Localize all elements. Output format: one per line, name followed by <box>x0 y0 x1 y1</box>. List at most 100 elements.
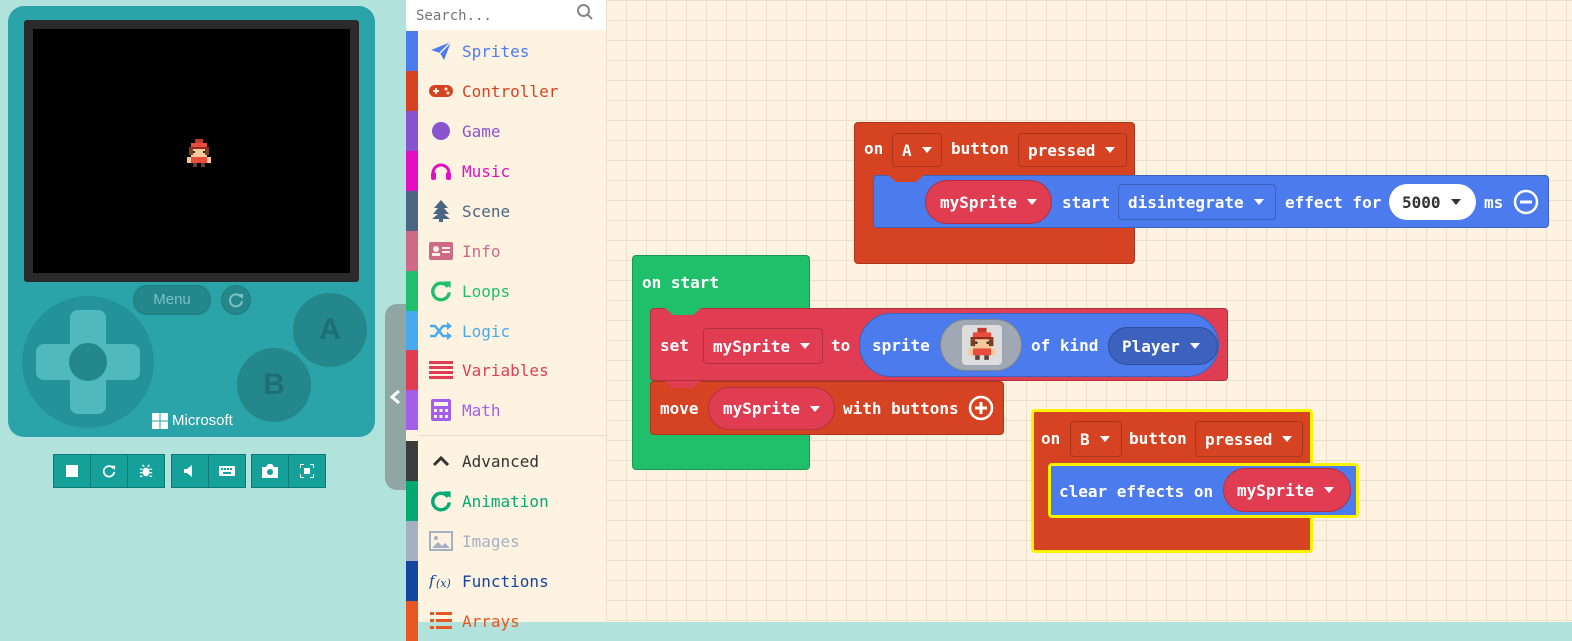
game-screen[interactable] <box>33 29 350 273</box>
restart-button[interactable] <box>90 454 128 488</box>
toolbox-category-game[interactable]: Game <box>406 111 606 151</box>
category-color-bar <box>406 71 418 111</box>
debug-button[interactable] <box>127 454 165 488</box>
b-event-value: pressed <box>1205 429 1273 449</box>
blocks-workspace[interactable]: on A button pressed mySprite start disin… <box>606 0 1572 622</box>
function-icon: f(x) <box>424 571 458 591</box>
start-effect-block[interactable]: mySprite start disintegrate effect for 5… <box>873 175 1549 228</box>
restart-game-button[interactable] <box>221 285 251 315</box>
menu-button[interactable]: Menu <box>133 285 211 315</box>
effect-dropdown[interactable]: disintegrate <box>1118 184 1276 220</box>
list-icon <box>424 361 458 379</box>
category-label: Math <box>462 400 501 420</box>
clear-effects-block[interactable]: clear effects on mySprite <box>1048 463 1359 518</box>
toolbox-category-functions[interactable]: f(x)Functions <box>406 561 606 601</box>
category-color-bar <box>406 350 418 390</box>
toolbox-category-advanced[interactable]: Advanced <box>406 441 606 481</box>
headphones-icon <box>424 161 458 181</box>
toolbox-category-arrays[interactable]: Arrays <box>406 601 606 641</box>
clear-variable-value: mySprite <box>1237 480 1315 500</box>
dpad[interactable] <box>22 296 154 428</box>
toolbox-category-animation[interactable]: Animation <box>406 481 606 521</box>
toolbox-category-controller[interactable]: Controller <box>406 71 606 111</box>
dropdown-caret-icon <box>1324 487 1335 493</box>
my-sprite-variable-pill[interactable]: mySprite <box>925 180 1052 224</box>
search-box[interactable] <box>406 0 606 30</box>
toolbox-category-images[interactable]: Images <box>406 521 606 561</box>
set-sprite-block[interactable]: set mySprite to sprite <box>650 308 1228 381</box>
mute-button[interactable] <box>171 454 209 488</box>
a-button-label: A <box>319 313 341 346</box>
category-color-bar <box>406 151 418 191</box>
move-with-buttons-block[interactable]: move mySprite with buttons <box>650 381 1004 435</box>
microsoft-logo: Microsoft <box>152 412 233 429</box>
b-key-dropdown[interactable]: B <box>1070 421 1122 457</box>
dropdown-caret-icon <box>921 147 932 153</box>
search-input[interactable] <box>414 4 568 28</box>
toolbox-category-loops[interactable]: Loops <box>406 271 606 311</box>
screen-bezel <box>24 20 359 282</box>
stop-button[interactable] <box>53 454 91 488</box>
category-label: Sprites <box>462 41 530 61</box>
toolbox-category-variables[interactable]: Variables <box>406 350 606 390</box>
restart-icon <box>102 465 116 478</box>
screenshot-button[interactable] <box>251 454 289 488</box>
dropdown-caret-icon <box>1189 343 1200 349</box>
toolbox-category-scene[interactable]: Scene <box>406 191 606 231</box>
duration-number-field[interactable]: 5000 <box>1389 184 1476 220</box>
button-label: button <box>951 139 1009 158</box>
a-key-dropdown[interactable]: A <box>892 133 942 167</box>
add-parameter-icon[interactable] <box>968 395 994 421</box>
move-label: move <box>660 399 699 418</box>
a-event-dropdown[interactable]: pressed <box>1018 133 1127 167</box>
category-label: Loops <box>462 281 511 301</box>
toolbox-category-sprites[interactable]: Sprites <box>406 31 606 71</box>
category-color-bar <box>406 521 418 561</box>
to-label: to <box>831 336 851 355</box>
category-color-bar <box>406 561 418 601</box>
kind-dropdown[interactable]: Player <box>1108 327 1218 365</box>
category-label: Game <box>462 121 501 141</box>
remove-parameter-icon[interactable] <box>1513 189 1539 215</box>
ms-label: ms <box>1484 193 1504 212</box>
dropdown-caret-icon <box>1253 199 1264 205</box>
category-color-bar <box>406 601 418 641</box>
with-buttons-label: with buttons <box>843 399 959 418</box>
sprite-image-picker[interactable] <box>940 319 1022 371</box>
clear-variable-pill[interactable]: mySprite <box>1223 468 1351 512</box>
fullscreen-button[interactable] <box>288 454 326 488</box>
set-variable-value: mySprite <box>713 336 791 356</box>
b-event-dropdown[interactable]: pressed <box>1195 421 1303 457</box>
category-label: Images <box>462 531 520 551</box>
sprite-of-kind-block[interactable]: sprite <box>859 313 1219 377</box>
a-button[interactable]: A <box>293 293 367 367</box>
category-color-bar <box>406 31 418 71</box>
category-color-bar <box>406 191 418 231</box>
category-label: Logic <box>462 321 511 341</box>
category-color-bar <box>406 481 418 521</box>
toolbox-category-logic[interactable]: Logic <box>406 311 606 351</box>
effect-value: disintegrate <box>1128 192 1244 212</box>
gamepad-icon <box>424 83 458 99</box>
clear-effects-label: clear effects on <box>1059 482 1214 501</box>
brand-label: Microsoft <box>172 412 233 429</box>
toolbox-category-info[interactable]: Info <box>406 231 606 271</box>
set-variable-dropdown[interactable]: mySprite <box>703 328 823 364</box>
category-label: Controller <box>462 81 559 101</box>
keyboard-button[interactable] <box>208 454 246 488</box>
category-label: Scene <box>462 201 511 221</box>
move-variable-pill[interactable]: mySprite <box>708 387 835 430</box>
a-event-value: pressed <box>1028 140 1096 160</box>
fullscreen-icon <box>300 464 314 478</box>
dropdown-caret-icon <box>1099 436 1110 442</box>
camera-icon <box>262 464 278 478</box>
toolbox-category-music[interactable]: Music <box>406 151 606 191</box>
circle-icon <box>424 121 458 141</box>
toolbox-category-math[interactable]: Math <box>406 390 606 430</box>
id-card-icon <box>424 242 458 260</box>
a-key-value: A <box>902 140 912 160</box>
svg-text:f: f <box>429 572 437 590</box>
my-sprite-value: mySprite <box>940 192 1018 212</box>
b-button[interactable]: B <box>237 348 311 422</box>
b-key-value: B <box>1080 429 1090 449</box>
